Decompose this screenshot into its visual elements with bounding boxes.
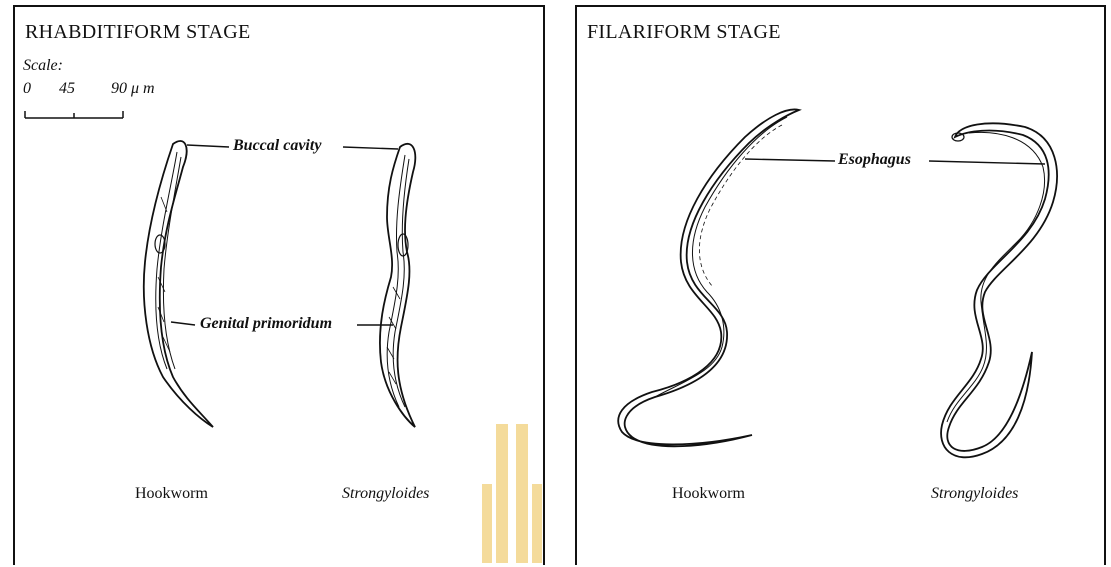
strongyloides-rhabditiform-larva (380, 144, 415, 427)
esophagus-label: Esophagus (835, 151, 914, 169)
buccal-cavity-label: Buccal cavity (230, 137, 324, 155)
rhabditiform-leader-lines (171, 145, 398, 325)
caption-strongyloides-rhabditiform: Strongyloides (342, 485, 429, 503)
genital-primordium-label: Genital primoridum (197, 315, 335, 333)
caption-hookworm-rhabditiform: Hookworm (135, 485, 208, 503)
filariform-illustration (577, 7, 1108, 567)
rhabditiform-panel: RHABDITIFORM STAGE Scale: 0 45 90 μ m (13, 5, 545, 565)
scale-bar (25, 111, 123, 118)
caption-strongyloides-filariform: Strongyloides (931, 485, 1018, 503)
filariform-panel: FILARIFORM STAGE Esophagus Hookworm Stro… (575, 5, 1106, 565)
caption-hookworm-filariform: Hookworm (672, 485, 745, 503)
watermark-logo (478, 424, 553, 563)
hookworm-rhabditiform-larva (144, 141, 213, 427)
strongyloides-filariform-larva (941, 123, 1057, 457)
rhabditiform-illustration (15, 7, 547, 567)
